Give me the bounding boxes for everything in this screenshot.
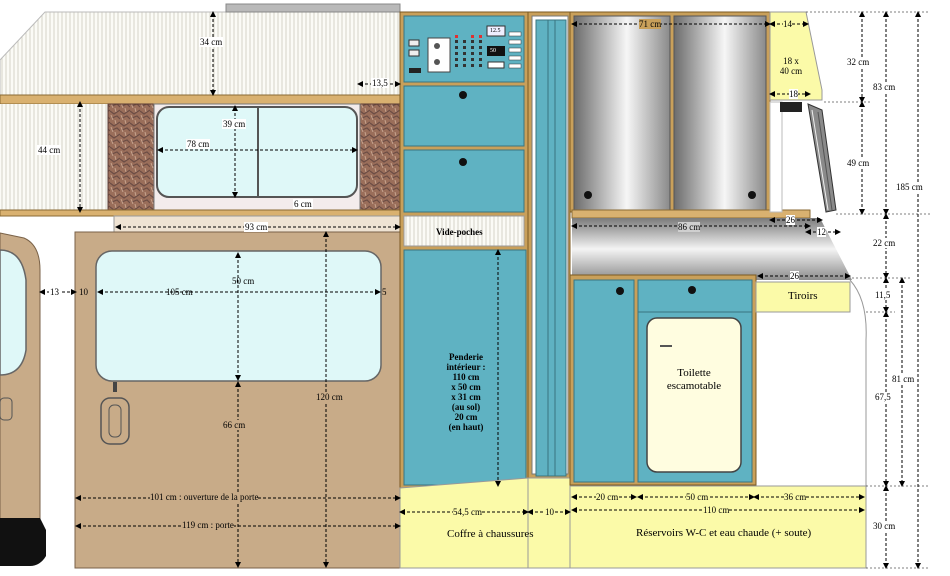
- label-right-81: 81 cm: [891, 374, 916, 384]
- label-window-height: 44 cm: [37, 145, 62, 155]
- label-upper-width: 13,5: [371, 78, 389, 88]
- penderie-line: x 31 cm: [451, 392, 481, 402]
- label-shelf-86: 86 cm: [678, 222, 701, 232]
- label-dim-36: 36 cm: [784, 492, 807, 502]
- label-window-width: 78 cm: [186, 139, 211, 149]
- label-toilette: Toilette escamotable: [666, 367, 722, 392]
- label-vide-poches: Vide-poches: [436, 227, 483, 237]
- label-coffre-width: 54,5 cm: [453, 507, 482, 517]
- label-penderie: Penderie intérieur : 110 cm x 50 cm x 31…: [440, 352, 492, 432]
- penderie-line: 110 cm: [452, 372, 480, 382]
- penderie-line: Penderie: [449, 352, 483, 362]
- label-right-49: 49 cm: [846, 158, 871, 168]
- label-door-left-gap: 13: [49, 287, 60, 297]
- label-door-frame: 10: [79, 287, 88, 297]
- panel-display-2: 50: [490, 48, 496, 54]
- label-dim-50: 50 cm: [686, 492, 709, 502]
- label-right-83: 83 cm: [872, 82, 897, 92]
- label-dim-110: 110 cm: [703, 505, 730, 515]
- penderie-line: (au sol): [451, 402, 481, 412]
- label-right-67: 67,5: [874, 392, 892, 402]
- penderie-line: 20 cm: [454, 412, 478, 422]
- label-door-total-height: 120 cm: [316, 392, 343, 402]
- label-door-window-height: 50 cm: [232, 276, 255, 286]
- label-shelf-width: 93 cm: [244, 222, 269, 232]
- label-door-lower: 66 cm: [222, 420, 247, 430]
- label-door-opening: 101 cm : ouverture de la porte: [150, 492, 259, 502]
- label-right-11: 11,5: [874, 290, 892, 300]
- label-dim-18: 18: [789, 89, 798, 99]
- label-dim-26a: 26: [786, 215, 795, 225]
- label-right-22: 22 cm: [872, 238, 897, 248]
- label-window-inner: 39 cm: [222, 119, 247, 129]
- label-reservoirs: Réservoirs W-C et eau chaude (+ soute): [636, 527, 812, 539]
- label-right-30: 30 cm: [872, 521, 897, 531]
- label-tiroirs: Tiroirs: [788, 290, 818, 302]
- panel-display: 12.5: [490, 28, 501, 34]
- label-dim-20: 20 cm: [596, 492, 619, 502]
- label-dim-14: 14: [783, 19, 792, 29]
- label-dim-12: 12: [817, 227, 826, 237]
- penderie-line: intérieur :: [446, 362, 486, 372]
- label-ledge: 6 cm: [293, 199, 313, 209]
- penderie-line: x 50 cm: [451, 382, 481, 392]
- label-box-size: 18 x 40 cm: [779, 56, 803, 76]
- penderie-line: (en haut): [448, 422, 484, 432]
- label-coffre: Coffre à chaussures: [447, 528, 534, 540]
- label-roof-height: 34 cm: [199, 37, 224, 47]
- label-door-width: 119 cm : porte: [182, 520, 234, 530]
- label-mirror-width: 71 cm: [639, 19, 662, 29]
- label-right-185: 185 cm: [895, 182, 924, 192]
- label-door-window-width: 105 cm: [166, 287, 193, 297]
- label-door-right-gap: 5: [382, 287, 387, 297]
- label-right-32: 32 cm: [846, 57, 871, 67]
- label-gap-10: 10: [545, 507, 554, 517]
- label-dim-26b: 26: [790, 271, 799, 281]
